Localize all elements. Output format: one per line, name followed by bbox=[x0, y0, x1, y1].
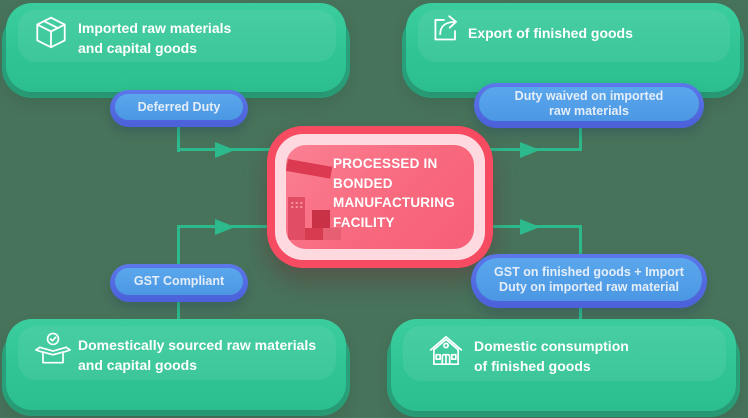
badge-label: GST on finished goods + Import Duty on i… bbox=[476, 258, 702, 301]
badge-label: Duty waived on imported raw materials bbox=[479, 87, 699, 121]
node-gloss bbox=[403, 326, 726, 381]
package-icon bbox=[32, 14, 70, 52]
center-panel: PROCESSED IN BONDED MANUFACTURING FACILI… bbox=[286, 145, 474, 249]
open-box-check-icon bbox=[34, 331, 72, 369]
factory-block bbox=[305, 228, 323, 240]
node-label: Domestic consumption of finished goods bbox=[474, 338, 629, 374]
export-icon bbox=[428, 12, 464, 48]
node-face bbox=[6, 3, 346, 92]
node-imported-raw-materials: Imported raw materials and capital goods bbox=[2, 3, 350, 98]
center-title: PROCESSED IN BONDED MANUFACTURING FACILI… bbox=[333, 156, 455, 230]
badge-gst-compliant: GST Compliant bbox=[110, 264, 248, 302]
node-label: Export of finished goods bbox=[468, 25, 633, 41]
badge-label: GST Compliant bbox=[115, 268, 243, 295]
factory-block bbox=[312, 210, 330, 228]
house-icon bbox=[427, 332, 465, 370]
node-domestic-consumption: Domestic consumption of finished goods bbox=[387, 319, 740, 417]
node-gloss bbox=[18, 326, 336, 380]
factory-block bbox=[323, 228, 341, 240]
badge-deferred-duty: Deferred Duty bbox=[110, 90, 248, 127]
node-domestically-sourced: Domestically sourced raw materials and c… bbox=[2, 319, 350, 416]
factory-icon bbox=[286, 145, 474, 249]
arrowhead-to-export-icon bbox=[520, 142, 540, 158]
node-export-finished-goods: Export of finished goods bbox=[402, 3, 744, 98]
node-gloss bbox=[418, 10, 730, 62]
badge-label: Deferred Duty bbox=[115, 94, 243, 120]
arrowhead-into-center-bottom-icon bbox=[215, 219, 235, 235]
node-gloss bbox=[18, 10, 336, 62]
badge-gst-on-finished-goods: GST on finished goods + Import Duty on i… bbox=[471, 254, 707, 308]
center-bonded-facility: PROCESSED IN BONDED MANUFACTURING FACILI… bbox=[267, 126, 493, 268]
arrowhead-to-domestic-icon bbox=[520, 219, 540, 235]
badge-duty-waived: Duty waived on imported raw materials bbox=[474, 83, 704, 128]
node-face bbox=[406, 3, 740, 92]
factory-beam bbox=[286, 159, 333, 179]
connector-top-right-vertical bbox=[579, 124, 582, 151]
node-label: Imported raw materials and capital goods bbox=[78, 20, 232, 56]
node-label: Domestically sourced raw materials and c… bbox=[78, 337, 317, 373]
node-face bbox=[6, 319, 346, 410]
factory-column-dots bbox=[290, 201, 303, 208]
arrowhead-into-center-top-icon bbox=[215, 142, 235, 158]
